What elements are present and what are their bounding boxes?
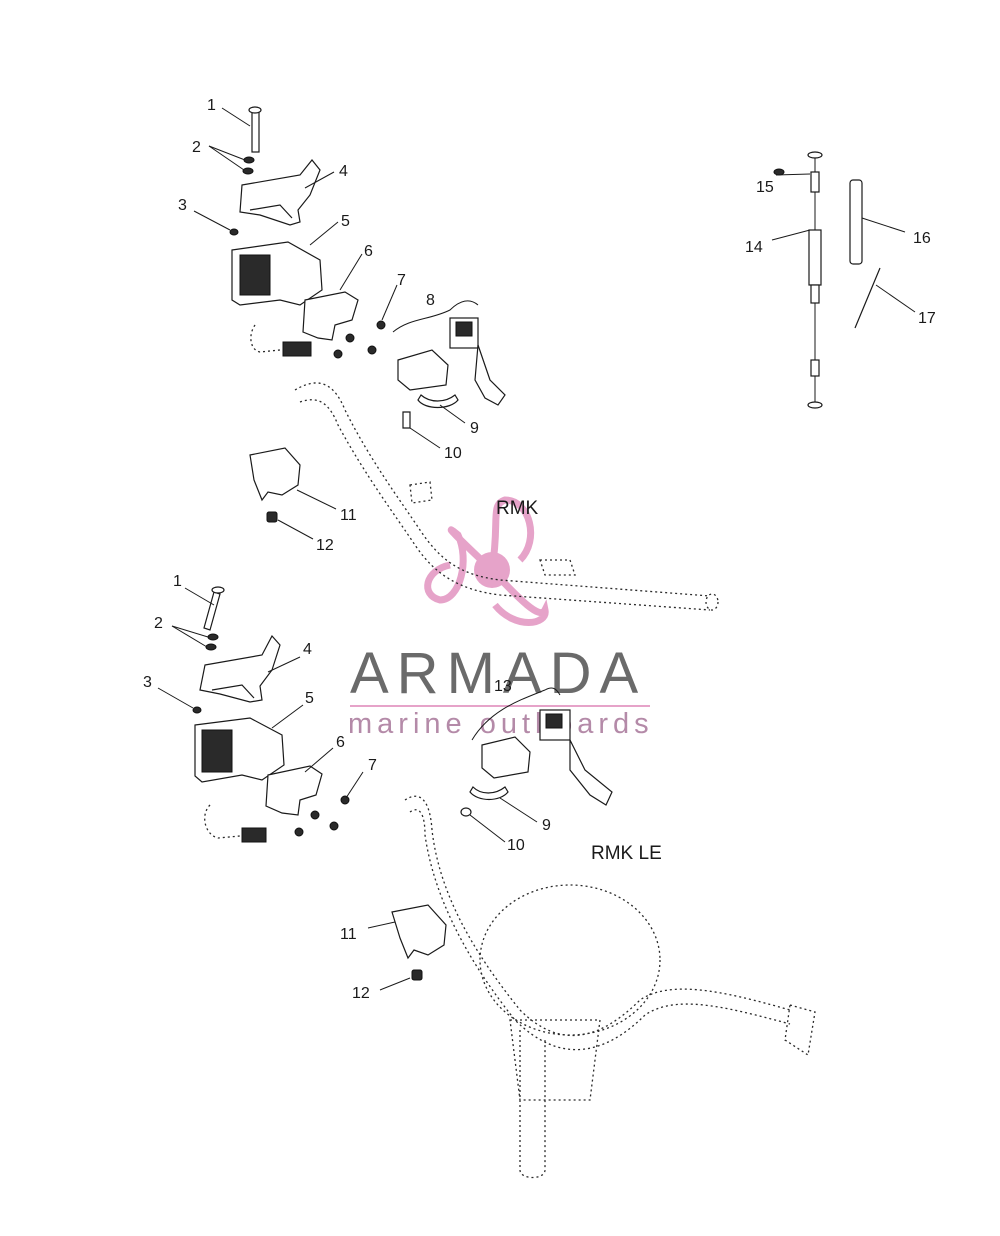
- callout-label: 10: [507, 837, 525, 854]
- switch-housing-part: [194, 717, 285, 843]
- clip-part: [229, 228, 239, 236]
- callout-label: 7: [397, 272, 406, 289]
- callout-label: 9: [470, 420, 479, 437]
- callout-label: 16: [913, 230, 931, 247]
- propeller-logo-icon: [424, 496, 549, 626]
- cable-group: 15 14 16 17: [745, 151, 936, 409]
- clamp-part: [469, 786, 509, 801]
- washer-part: [205, 643, 217, 651]
- callout-label: 6: [336, 734, 345, 751]
- callout-label: 11: [340, 926, 357, 943]
- callout-label: 8: [426, 292, 435, 309]
- bolt-part: [248, 106, 262, 153]
- watermark: ARMADA marine outboards: [348, 496, 654, 740]
- cable-part: [807, 151, 823, 409]
- bracket-part: [239, 159, 321, 226]
- tie-strap-part: [854, 267, 881, 329]
- switch-housing-part: [231, 241, 323, 357]
- washer-part: [243, 156, 255, 164]
- steering-column: [509, 1019, 601, 1179]
- mount-part: [249, 447, 301, 502]
- nut-part: [266, 511, 278, 523]
- callout-label: 3: [178, 197, 187, 214]
- section-label-rmk-le: RMK LE: [591, 843, 662, 864]
- callout-label: 11: [340, 507, 357, 524]
- screw-part: [294, 795, 350, 837]
- cover-plate-part: [302, 291, 359, 341]
- watermark-title: ARMADA: [350, 641, 646, 706]
- callout-label: 9: [542, 817, 551, 834]
- callouts-bottom: 1 2 3 4 5 6 7 13 9 10 11 12: [143, 573, 551, 1002]
- screw-part: [333, 320, 386, 359]
- callout-label: 17: [918, 310, 936, 327]
- grip-outline: [784, 1004, 816, 1057]
- watermark-subtitle: marine outboards: [348, 708, 654, 740]
- section-rmk: 1 2 3 4 5 6 7 8 9 10 11 12 RMK: [178, 97, 719, 611]
- callout-label: 7: [368, 757, 377, 774]
- clip-part: [192, 706, 202, 714]
- callout-label: 12: [316, 537, 334, 554]
- callout-label: 5: [341, 213, 350, 230]
- callout-label: 1: [207, 97, 216, 114]
- handlebar-outline: [404, 795, 791, 1051]
- leader-lines: [771, 173, 916, 313]
- washer-part: [242, 167, 254, 175]
- clamp-part: [417, 394, 459, 409]
- screw-part: [402, 411, 411, 429]
- mount-part: [391, 904, 447, 960]
- nut-part: [411, 969, 423, 981]
- callout-label: 15: [756, 179, 774, 196]
- callout-label: 1: [173, 573, 182, 590]
- cover-plate-part: [265, 765, 323, 816]
- section-rmk-le: 1 2 3 4 5 6 7 13 9 10 11 12 RMK LE: [143, 573, 816, 1179]
- callout-label: 4: [303, 641, 312, 658]
- callout-label: 14: [745, 239, 763, 256]
- bolt-part: [203, 586, 225, 631]
- callouts-top: 1 2 3 4 5 6 7 8 9 10 11 12: [178, 97, 479, 554]
- callout-label: 10: [444, 445, 462, 462]
- sleeve-part: [849, 179, 863, 265]
- callout-label: 3: [143, 674, 152, 691]
- callout-label: 2: [154, 615, 163, 632]
- screw-part: [460, 807, 472, 817]
- callout-label: 6: [364, 243, 373, 260]
- callout-label: 12: [352, 985, 370, 1002]
- propeller-hub-icon: [474, 552, 510, 588]
- steering-hoop: [479, 884, 661, 1036]
- handlebar-outline: [294, 382, 711, 611]
- callout-label: 2: [192, 139, 201, 156]
- clip-part: [773, 168, 785, 176]
- washer-part: [207, 633, 219, 641]
- throttle-control-part: [481, 709, 613, 806]
- callout-label: 13: [494, 678, 512, 695]
- leader-lines: [193, 107, 479, 540]
- throttle-control-part: [397, 317, 506, 406]
- callout-label: 5: [305, 690, 314, 707]
- leader-lines: [157, 587, 561, 991]
- handlebar-end: [705, 593, 719, 611]
- bracket-part: [199, 634, 281, 703]
- section-label-rmk: RMK: [496, 498, 539, 519]
- callout-label: 4: [339, 163, 348, 180]
